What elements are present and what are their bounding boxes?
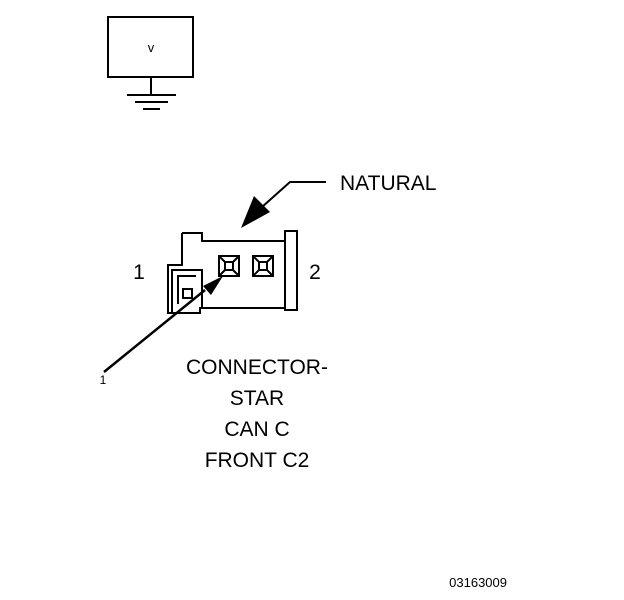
pin-callout: 1 xyxy=(100,276,223,387)
pin-callout-arrow-head xyxy=(203,276,223,295)
connector-name-line: STAR xyxy=(230,387,284,410)
pin-cavity-1 xyxy=(218,255,240,277)
voltmeter-symbol: v xyxy=(107,16,194,78)
pin-cavity-2 xyxy=(252,255,274,277)
color-arrow-head xyxy=(241,196,270,228)
voltmeter-label: v xyxy=(148,40,155,55)
pin-label-left: 1 xyxy=(133,261,145,284)
connector-name-line: CAN C xyxy=(224,418,289,441)
connector-name-line: CONNECTOR- xyxy=(186,356,328,379)
voltmeter-box xyxy=(107,16,194,78)
color-label: NATURAL xyxy=(340,172,436,195)
pin-label-right: 2 xyxy=(309,261,321,284)
color-callout: NATURAL xyxy=(241,172,436,228)
figure-id: 03163009 xyxy=(449,575,507,590)
connector-name-line: FRONT C2 xyxy=(205,449,310,472)
connector-name: CONNECTOR- STAR CAN C FRONT C2 xyxy=(186,356,328,472)
color-leader-line xyxy=(261,181,326,208)
pin-callout-label: 1 xyxy=(100,373,107,387)
ground-icon xyxy=(127,77,176,110)
connector-body xyxy=(167,230,298,314)
pin-callout-line xyxy=(103,289,206,373)
